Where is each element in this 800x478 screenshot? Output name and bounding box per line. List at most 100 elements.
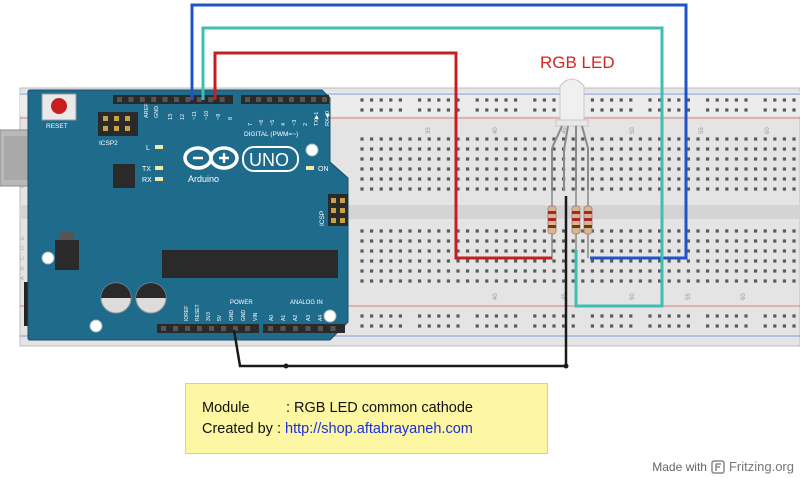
breadboard-hole bbox=[418, 167, 422, 171]
breadboard-hole bbox=[686, 249, 690, 253]
analog-pin-label: A1 bbox=[281, 315, 287, 321]
breadboard-hole bbox=[514, 147, 518, 151]
header-pin bbox=[331, 208, 336, 213]
breadboard-hole bbox=[648, 314, 652, 318]
breadboard-hole bbox=[398, 137, 402, 141]
breadboard-hole bbox=[379, 314, 383, 318]
breadboard-hole bbox=[494, 187, 498, 191]
breadboard-hole bbox=[485, 314, 489, 318]
breadboard-hole bbox=[533, 137, 537, 141]
breadboard-hole bbox=[610, 314, 614, 318]
breadboard-hole bbox=[427, 177, 431, 181]
breadboard-hole bbox=[600, 108, 604, 112]
header-pin bbox=[114, 126, 119, 131]
breadboard-hole bbox=[725, 98, 729, 102]
breadboard-hole bbox=[734, 279, 738, 283]
breadboard-hole bbox=[638, 269, 642, 273]
breadboard-hole bbox=[590, 239, 594, 243]
led-l-label: L bbox=[146, 145, 150, 152]
breadboard-hole bbox=[389, 147, 393, 151]
breadboard-hole bbox=[485, 157, 489, 161]
breadboard-hole bbox=[619, 157, 623, 161]
breadboard-hole bbox=[706, 229, 710, 233]
breadboard-hole bbox=[389, 279, 393, 283]
wire-blue[interactable] bbox=[190, 3, 688, 260]
breadboard-hole bbox=[792, 137, 796, 141]
breadboard-hole bbox=[763, 147, 767, 151]
breadboard-hole bbox=[744, 314, 748, 318]
breadboard-hole bbox=[398, 229, 402, 233]
breadboard-hole bbox=[792, 229, 796, 233]
breadboard-hole bbox=[734, 187, 738, 191]
breadboard-hole bbox=[437, 108, 441, 112]
breadboard-hole bbox=[571, 259, 575, 263]
power-label: POWER bbox=[230, 300, 253, 306]
breadboard-hole bbox=[648, 98, 652, 102]
breadboard-hole bbox=[638, 229, 642, 233]
breadboard-hole bbox=[370, 167, 374, 171]
breadboard-hole bbox=[523, 239, 527, 243]
diagram-title: RGB LED bbox=[540, 53, 615, 72]
breadboard-hole bbox=[533, 279, 537, 283]
breadboard-hole bbox=[398, 157, 402, 161]
breadboard-hole bbox=[667, 239, 671, 243]
breadboard-hole bbox=[648, 177, 652, 181]
breadboard-hole bbox=[514, 324, 518, 328]
breadboard-hole bbox=[773, 177, 777, 181]
breadboard-hole bbox=[763, 259, 767, 263]
breadboard-hole bbox=[658, 269, 662, 273]
breadboard-hole bbox=[427, 324, 431, 328]
breadboard-hole bbox=[773, 239, 777, 243]
breadboard-hole bbox=[379, 239, 383, 243]
breadboard-hole bbox=[370, 259, 374, 263]
breadboard-hole bbox=[686, 324, 690, 328]
breadboard-hole bbox=[590, 259, 594, 263]
breadboard-hole bbox=[629, 167, 633, 171]
gnd-label: GND bbox=[154, 106, 160, 118]
breadboard-hole bbox=[734, 249, 738, 253]
breadboard-hole bbox=[715, 167, 719, 171]
digital-header-left bbox=[113, 95, 233, 104]
breadboard-hole bbox=[427, 147, 431, 151]
breadboard-hole bbox=[734, 177, 738, 181]
breadboard-hole bbox=[754, 229, 758, 233]
on-label: ON bbox=[318, 166, 329, 173]
breadboard-hole bbox=[763, 249, 767, 253]
breadboard-hole bbox=[706, 239, 710, 243]
breadboard-hole bbox=[629, 229, 633, 233]
breadboard-hole bbox=[610, 249, 614, 253]
breadboard-hole bbox=[446, 108, 450, 112]
breadboard-hole bbox=[744, 108, 748, 112]
breadboard-hole bbox=[514, 167, 518, 171]
breadboard-hole bbox=[638, 259, 642, 263]
breadboard-hole bbox=[610, 259, 614, 263]
breadboard-hole bbox=[408, 157, 412, 161]
led-l bbox=[155, 145, 163, 149]
breadboard-hole bbox=[427, 137, 431, 141]
breadboard-hole bbox=[619, 269, 623, 273]
breadboard-hole bbox=[773, 249, 777, 253]
breadboard-hole bbox=[581, 239, 585, 243]
wire-black[interactable] bbox=[232, 196, 568, 368]
breadboard-hole bbox=[754, 137, 758, 141]
breadboard-hole bbox=[619, 279, 623, 283]
digital-pin-label: ~9 bbox=[216, 114, 222, 120]
breadboard-hole bbox=[437, 98, 441, 102]
breadboard-hole bbox=[754, 269, 758, 273]
breadboard-hole bbox=[475, 239, 479, 243]
note-created-link[interactable]: http://shop.aftabrayaneh.com bbox=[285, 421, 473, 437]
wire-red[interactable] bbox=[213, 51, 552, 260]
breadboard-hole bbox=[648, 157, 652, 161]
digital-pin-label: 8 bbox=[228, 117, 234, 120]
breadboard-hole bbox=[725, 229, 729, 233]
breadboard-hole bbox=[677, 324, 681, 328]
breadboard-hole bbox=[696, 229, 700, 233]
breadboard-hole bbox=[523, 137, 527, 141]
wire-teal[interactable] bbox=[201, 26, 664, 308]
breadboard-hole bbox=[638, 239, 642, 243]
breadboard-hole bbox=[792, 177, 796, 181]
breadboard-hole bbox=[552, 269, 556, 273]
breadboard-hole bbox=[427, 187, 431, 191]
voltage-regulator bbox=[55, 240, 79, 270]
breadboard-hole bbox=[792, 147, 796, 151]
